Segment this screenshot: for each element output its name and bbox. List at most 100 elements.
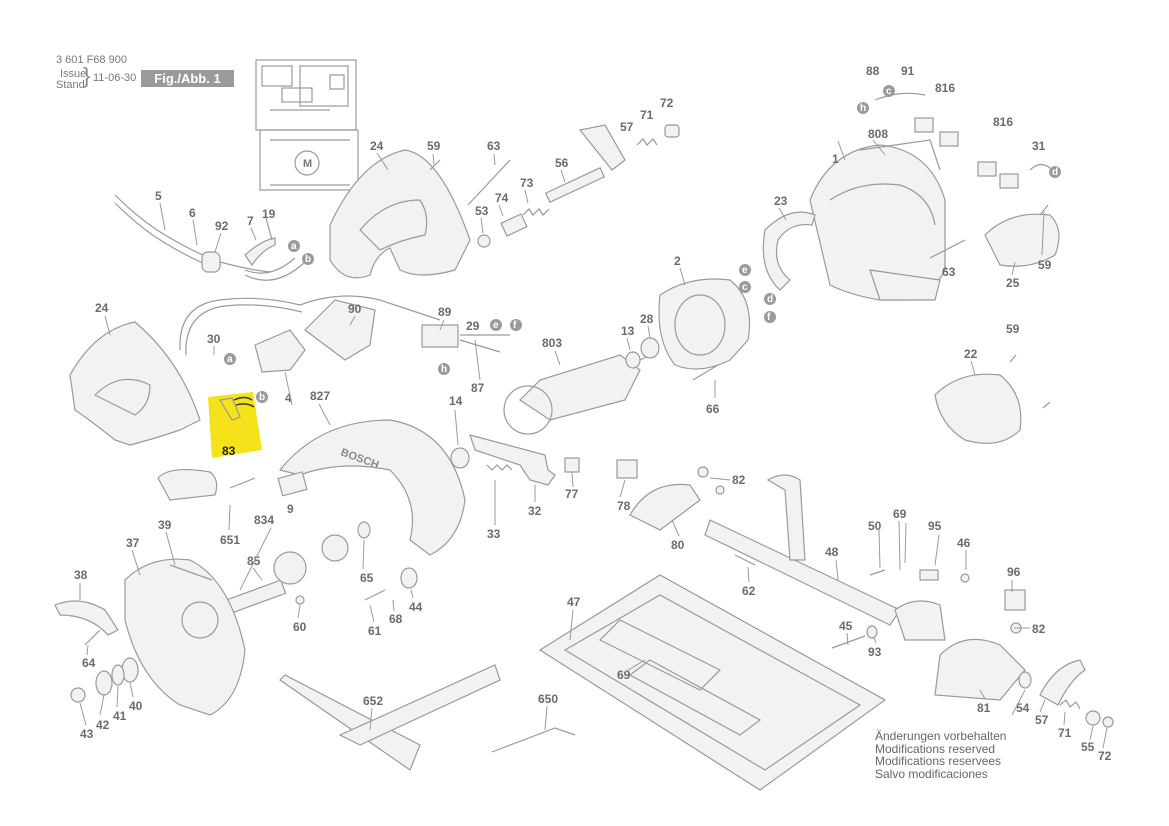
label-89: 89 — [438, 305, 452, 319]
label-5: 5 — [155, 189, 162, 203]
label-65: 65 — [360, 571, 374, 585]
motor-symbol-m: M — [303, 158, 312, 170]
handle-half-24-left — [69, 321, 201, 446]
label-77: 77 — [565, 487, 579, 501]
bevel-segment-81 — [934, 638, 1026, 701]
knob-72-bottom — [1102, 716, 1114, 728]
connector-markers: a b a b e f h e c d f h c d — [224, 85, 1061, 403]
label-45: 45 — [839, 619, 853, 633]
label-6: 6 — [189, 206, 196, 220]
label-74: 74 — [495, 191, 509, 205]
label-72-top: 72 — [660, 96, 674, 110]
connector-h-terminal: h — [441, 364, 447, 375]
part-labels: 83 24 24 59 59 59 63 63 56 57 57 71 71 7… — [74, 64, 1112, 763]
bearing-65 — [357, 521, 371, 539]
issue-label: Issue — [60, 68, 87, 80]
label-92: 92 — [215, 219, 229, 233]
label-91: 91 — [901, 64, 915, 78]
wire-31 — [1029, 163, 1051, 171]
label-95: 95 — [928, 519, 942, 533]
bolt-45 — [831, 635, 866, 649]
label-7: 7 — [247, 214, 254, 228]
label-42: 42 — [96, 718, 110, 732]
nut-55 — [1085, 710, 1101, 726]
label-32: 32 — [528, 504, 542, 518]
brush-holder-816b — [977, 161, 997, 177]
bracket-78 — [616, 459, 638, 479]
label-47: 47 — [567, 595, 581, 609]
fan-baffle-23 — [762, 211, 816, 291]
connector-d-stator: d — [767, 294, 773, 305]
guide-rail-48 — [704, 519, 901, 626]
label-57-bottom: 57 — [1035, 713, 1049, 727]
note-spanish: Salvo modificaciones — [875, 766, 988, 781]
leader-lines — [79, 139, 1108, 749]
label-808: 808 — [868, 127, 888, 141]
bolt-50 — [869, 569, 886, 576]
label-62: 62 — [742, 584, 756, 598]
label-31: 31 — [1032, 139, 1046, 153]
label-803: 803 — [542, 336, 562, 350]
label-2: 2 — [674, 254, 681, 268]
label-56: 56 — [555, 156, 569, 170]
washer-41 — [111, 664, 125, 686]
label-85: 85 — [247, 554, 261, 568]
label-13: 13 — [621, 324, 635, 338]
spring-39 — [169, 564, 213, 581]
label-90: 90 — [348, 302, 362, 316]
hex-key-650 — [491, 727, 576, 753]
label-57-top: 57 — [620, 120, 634, 134]
brush-holder-816a — [914, 117, 934, 133]
note-english: Modifications reserved — [875, 741, 996, 756]
label-1: 1 — [832, 152, 839, 166]
note-german: Änderungen vorbehalten — [875, 729, 1007, 743]
flange-40 — [121, 657, 139, 683]
label-38: 38 — [74, 568, 88, 582]
label-28: 28 — [640, 312, 654, 326]
wire-b — [244, 261, 306, 281]
label-82-bottom: 82 — [1032, 622, 1046, 636]
connector-f-stator: f — [767, 312, 771, 323]
issue-date: 11-06-30 — [93, 72, 137, 84]
terminal-89 — [421, 324, 459, 348]
label-816-a: 816 — [935, 81, 955, 95]
connector-e-terminal: e — [493, 320, 499, 331]
connector-a-top: a — [291, 241, 297, 252]
brace-glyph: } — [83, 63, 91, 88]
switch-4 — [254, 329, 306, 373]
label-44: 44 — [409, 600, 423, 614]
label-96: 96 — [1007, 565, 1021, 579]
label-87: 87 — [471, 381, 485, 395]
label-651: 651 — [220, 533, 240, 547]
spindle-lock-32 — [469, 434, 556, 486]
label-93: 93 — [868, 645, 882, 659]
label-63-housing: 63 — [942, 265, 956, 279]
label-59-cover: 59 — [1006, 322, 1020, 336]
cover-651 — [157, 468, 218, 501]
label-60: 60 — [293, 620, 307, 634]
spindle-834 — [223, 534, 349, 615]
note-french: Modifications reservees — [875, 754, 1002, 768]
label-827: 827 — [310, 389, 330, 403]
label-25: 25 — [1006, 276, 1020, 290]
modification-notes: Änderungen vorbehalten Modifications res… — [875, 730, 1006, 780]
screw-59-top — [429, 159, 441, 171]
washer-93 — [866, 625, 878, 639]
label-43: 43 — [80, 727, 94, 741]
screw-43 — [70, 687, 86, 703]
clip-77 — [564, 457, 580, 473]
label-55: 55 — [1081, 740, 1095, 754]
cover-22 — [934, 373, 1022, 444]
connector-c-stator: c — [742, 282, 748, 293]
armature-803 — [503, 354, 651, 435]
lever-38 — [54, 600, 119, 636]
connector-b-switch: b — [259, 392, 265, 403]
cable-clamp-7 — [244, 217, 276, 267]
label-24-top: 24 — [370, 139, 384, 153]
washer-54 — [1018, 671, 1032, 689]
label-80: 80 — [671, 538, 685, 552]
part-number: 3 601 F68 900 — [56, 54, 127, 66]
electronics-90 — [304, 299, 376, 361]
bearing-14 — [450, 447, 470, 469]
label-78: 78 — [617, 499, 631, 513]
